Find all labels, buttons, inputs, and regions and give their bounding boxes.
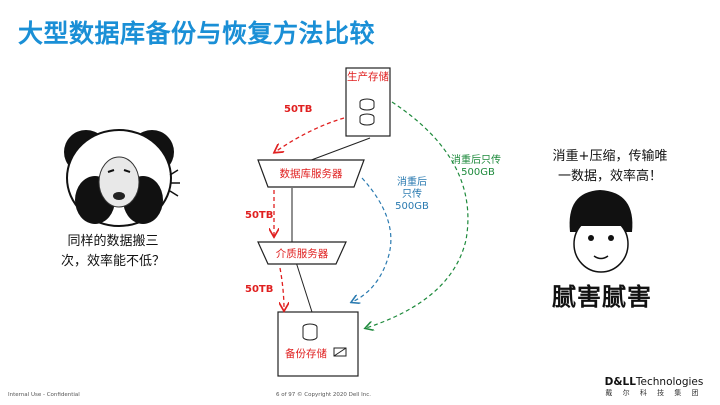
red-flow-amount: 50TB [284,104,312,115]
red-flow-amount: 50TB [245,284,273,295]
footer-page-info: 6 of 97 © Copyright 2020 Dell Inc. [276,392,371,398]
right-caption: 消重+压缩，传输唯 一数据，效率高！ [530,147,690,187]
green-flow-label: 500GB [461,167,495,178]
database-server-label: 数据库服务器 [280,167,343,180]
connector-line [305,137,371,163]
brand-name-bold: D&LL [604,376,636,388]
media-server-shape [257,241,347,265]
meme-stamp-text: 腻害腻害 [552,283,652,311]
green-flow-label: 消重后只传 [451,153,501,166]
left-caption-line: 同样的数据搬三 [67,234,159,249]
brand-chinese-name: 戴 尔 科 技 集 团 [605,389,703,397]
red-flow-amount: 50TB [245,210,273,221]
red-flow-arrow [280,267,284,310]
database-server-shape [257,159,365,188]
disk-icon [359,113,375,126]
disk-icon [359,98,375,111]
page-title: 大型数据库备份与恢复方法比较 [18,19,376,48]
backup-storage-box [277,311,359,377]
blue-flow-arrow [352,177,392,302]
left-caption: 同样的数据搬三 次，效率能不低？ [48,232,178,272]
left-caption-line: 次，效率能不低？ [60,254,165,269]
right-caption-line: 一数据，效率高！ [557,169,662,184]
disk-icon [302,323,318,341]
blue-flow-label: 500GB [395,201,429,212]
backup-storage-label: 备份存储 [285,347,327,360]
red-flow-arrow [275,117,345,152]
footer-classification: Internal Use - Confidential [8,392,80,398]
dedupe-device-icon [333,347,347,357]
brand-name-rest: Technologies [635,376,704,388]
blue-flow-label: 只传 [402,188,422,200]
production-storage-label: 生产存储 [347,70,389,83]
dell-technologies-logo: D&LLTechnologies 戴 尔 科 技 集 团 [596,376,712,398]
connector-line [295,261,313,313]
media-server-label: 介质服务器 [276,247,329,260]
right-caption-line: 消重+压缩，传输唯 [552,149,668,164]
blue-flow-label: 消重后 [397,175,427,188]
green-flow-arrow [366,101,469,328]
girl-meme-illustration [569,190,633,273]
brand-name: D&LLTechnologies [596,376,712,388]
panda-meme-illustration [64,129,180,227]
